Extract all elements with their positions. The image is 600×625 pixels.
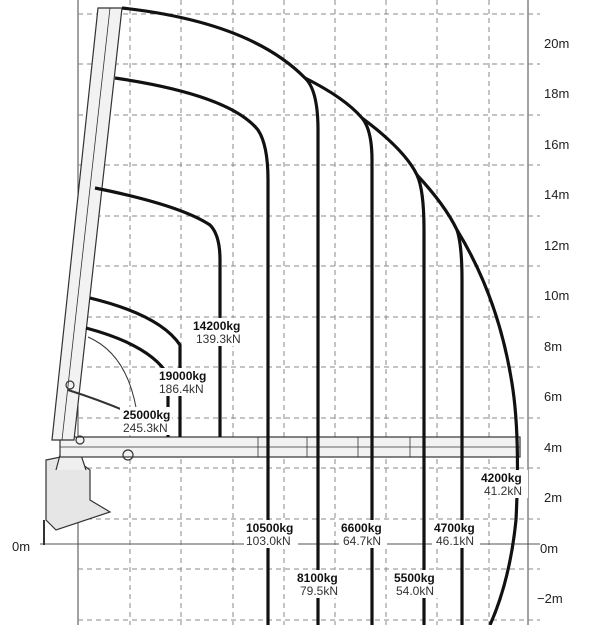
label-8100kg: 8100kg 79.5kN [295, 570, 345, 598]
slewing-arc [87, 336, 139, 421]
y-tick-label: 12m [544, 238, 569, 253]
y-tick-label: 14m [544, 187, 569, 202]
y-tick-label: 8m [544, 339, 562, 354]
y-tick-label: 2m [544, 490, 562, 505]
kg-label: 6600kg [341, 521, 382, 535]
y-tick-label: 16m [544, 137, 569, 152]
kg-label: 5500kg [394, 571, 435, 585]
kg-label: 14200kg [193, 319, 240, 333]
kn-label: 46.1kN [436, 534, 474, 548]
label-19000kg: 19000kg 186.4kN [157, 368, 209, 396]
y-tick-label: −2m [537, 591, 563, 606]
y-tick-label: 10m [544, 288, 569, 303]
y-tick-label: 4m [544, 440, 562, 455]
label-6600kg: 6600kg 64.7kN [339, 520, 387, 548]
load-curve [94, 186, 222, 437]
vertical-boom [51, 7, 123, 441]
kn-label: 139.3kN [196, 332, 241, 346]
label-10500kg: 10500kg 103.0kN [244, 520, 298, 548]
label-25000kg: 25000kg 245.3kN [120, 407, 172, 435]
load-curve [121, 6, 320, 625]
kn-label: 103.0kN [246, 534, 291, 548]
y-tick-label: 6m [544, 389, 562, 404]
kg-label: 10500kg [246, 521, 293, 535]
y-tick-label: 20m [544, 36, 569, 51]
kn-label: 54.0kN [396, 584, 434, 598]
load-curve [114, 76, 270, 625]
kg-label: 8100kg [297, 571, 338, 585]
curve-labels: 25000kg 245.3kN 19000kg 186.4kN 14200kg … [120, 318, 528, 598]
y-axis-ticks: 20m 18m 16m 14m 12m 10m 8m 6m 4m 2m 0m −… [12, 36, 569, 606]
label-4200kg: 4200kg 41.2kN [480, 470, 528, 498]
kn-label: 41.2kN [484, 484, 522, 498]
label-4700kg: 4700kg 46.1kN [432, 520, 480, 548]
load-curve [89, 296, 182, 437]
crane-illustration [43, 7, 521, 545]
y-tick-label: 0m [540, 541, 558, 556]
label-5500kg: 5500kg 54.0kN [392, 570, 440, 598]
label-14200kg: 14200kg 139.3kN [191, 318, 245, 346]
load-curves [85, 6, 520, 625]
y-tick-label: 18m [544, 86, 569, 101]
kg-label: 4700kg [434, 521, 475, 535]
kn-label: 79.5kN [300, 584, 338, 598]
kn-label: 64.7kN [343, 534, 381, 548]
y-zero-label-left: 0m [12, 539, 30, 554]
kn-label: 186.4kN [159, 382, 204, 396]
kn-label: 245.3kN [123, 421, 168, 435]
load-curve [455, 229, 520, 625]
kg-label: 4200kg [481, 471, 522, 485]
kg-label: 25000kg [123, 408, 170, 422]
kg-label: 19000kg [159, 369, 206, 383]
